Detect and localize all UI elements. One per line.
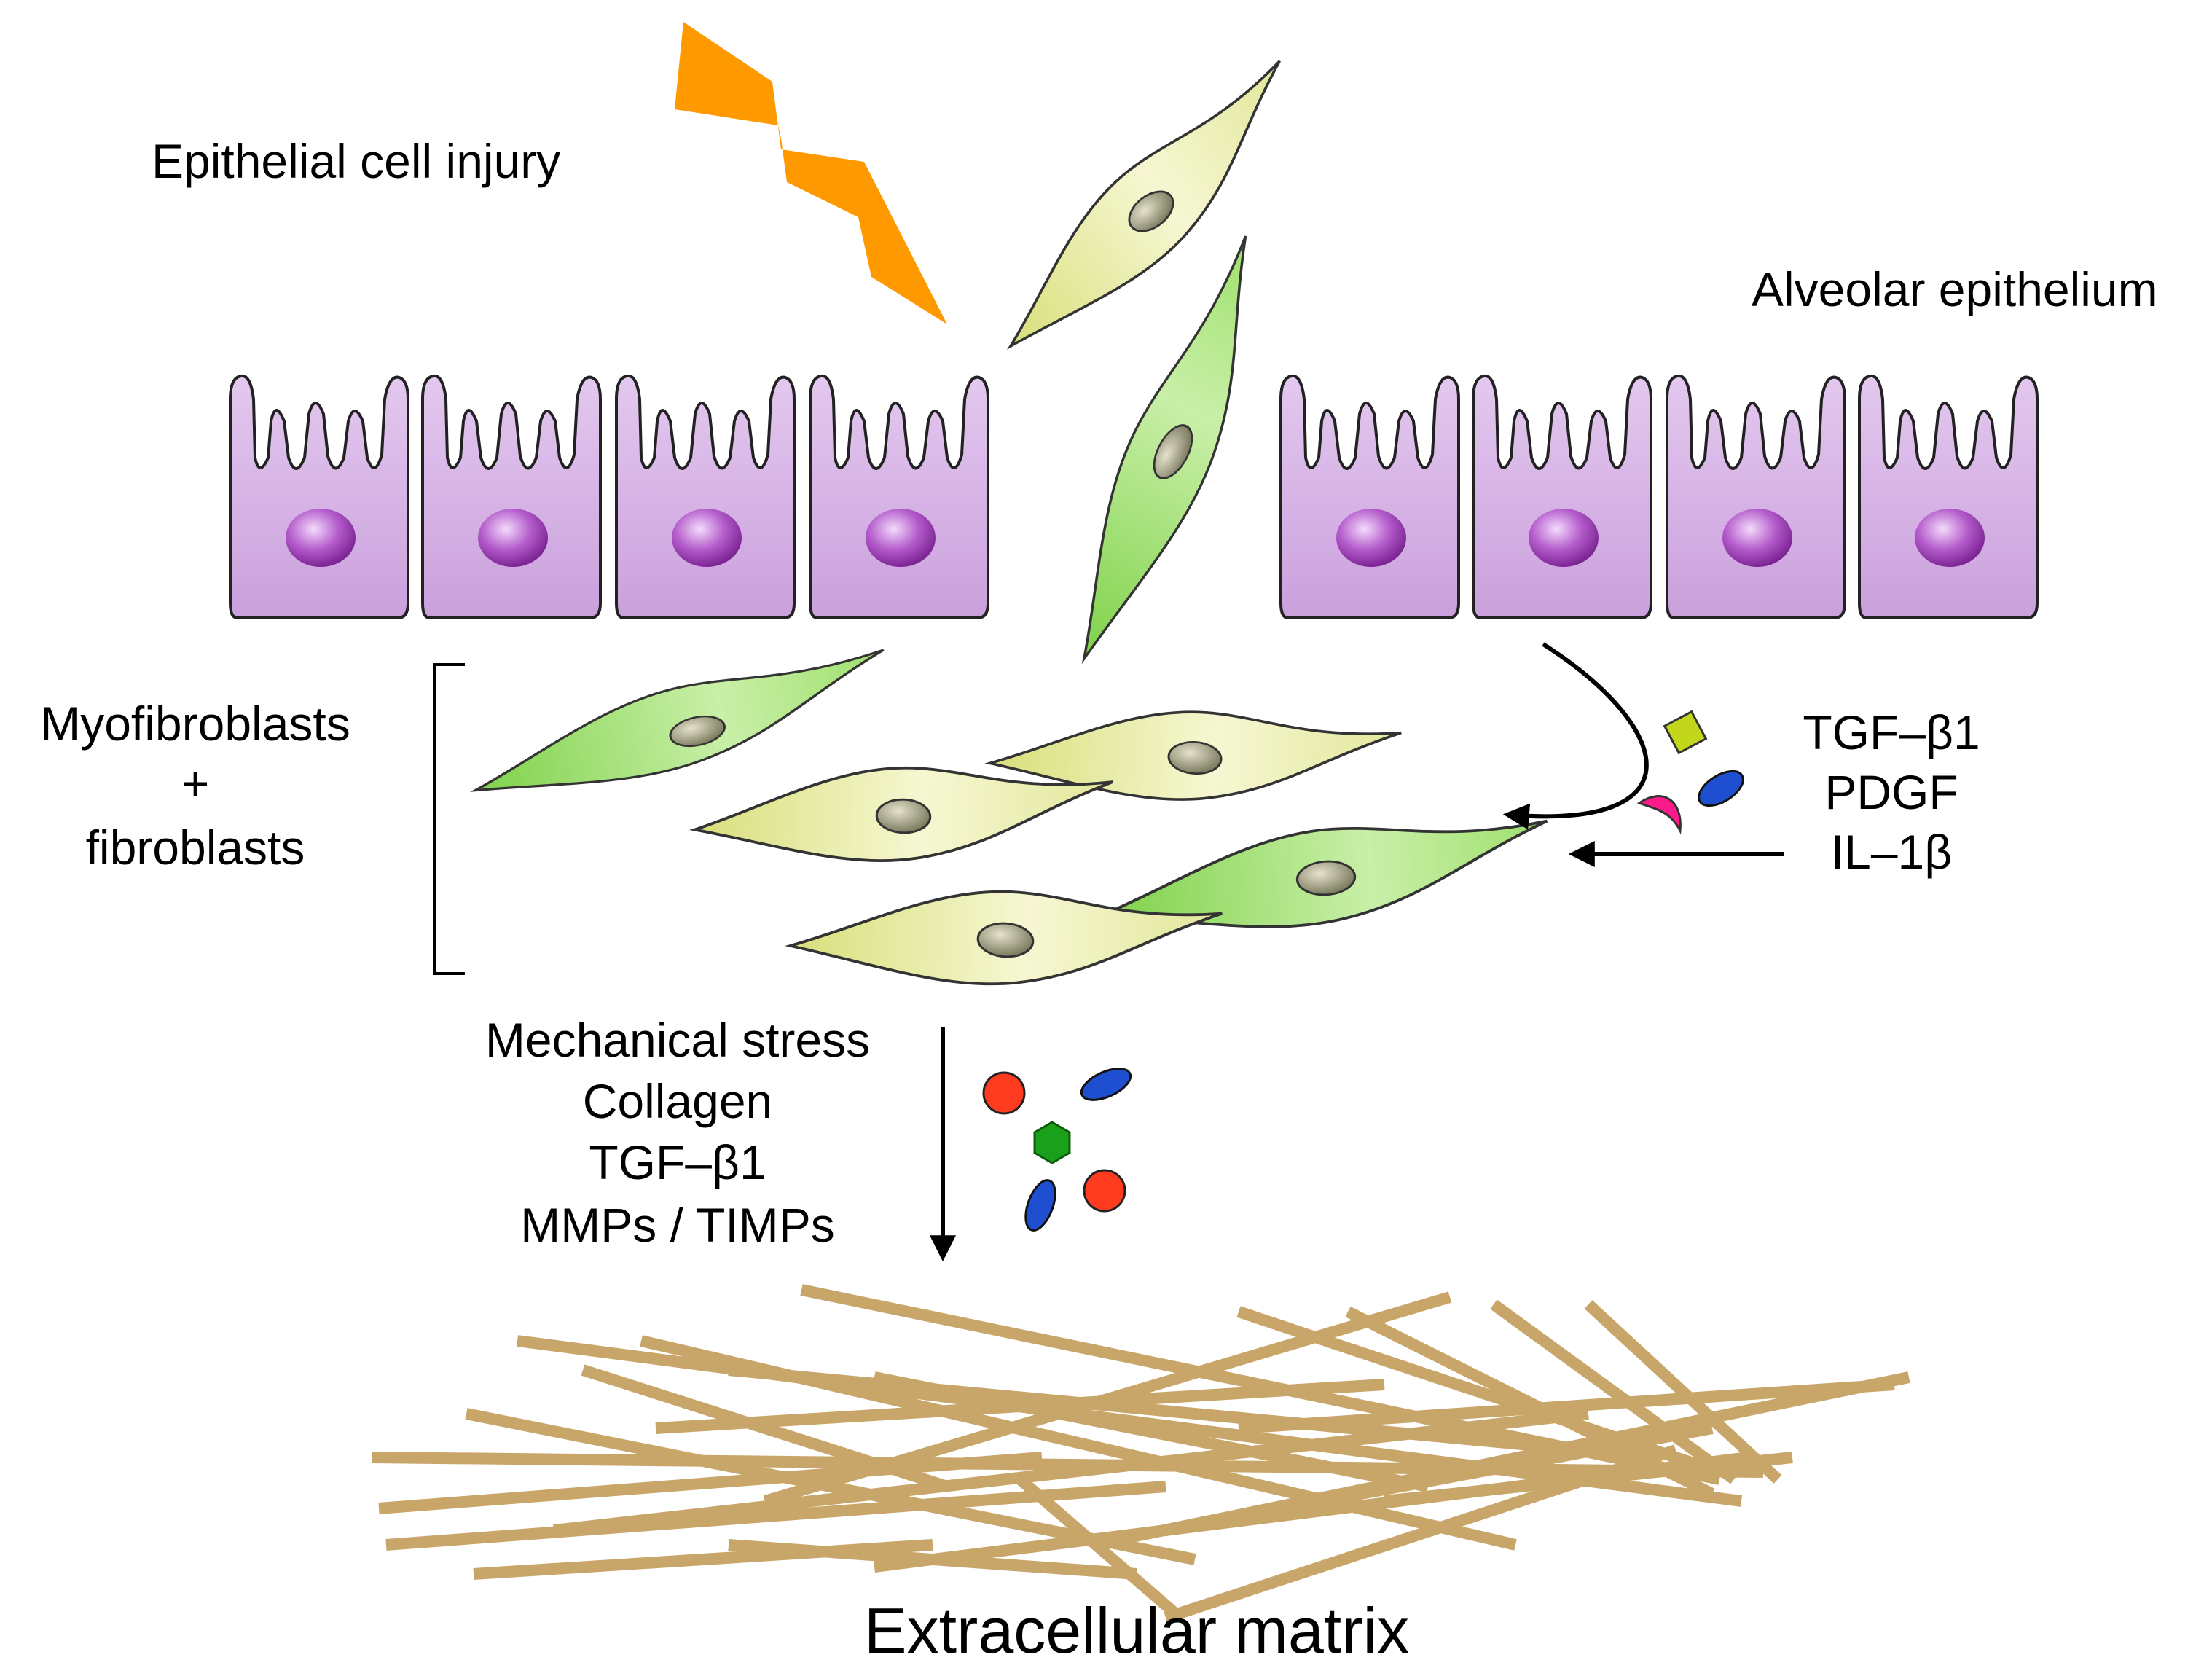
epithelial-cell <box>809 374 989 619</box>
molecule-blue-icon <box>1080 1068 1132 1101</box>
molecule-red-icon <box>982 1071 1026 1115</box>
epithelial-cell <box>229 374 409 619</box>
cell-group-bracket <box>433 663 465 975</box>
signal-tgf-label: TGF–β1 <box>1803 705 1980 759</box>
fibroblast <box>694 761 1113 869</box>
molecule-hexagon-icon <box>1033 1121 1071 1164</box>
fibroblasts-label: fibroblasts <box>86 821 305 874</box>
stress-tgf-label: TGF–β1 <box>589 1135 766 1189</box>
molecule-blue-icon <box>1024 1179 1056 1232</box>
epithelial-cell <box>1858 374 2039 619</box>
alveolar-epithelium-left <box>229 374 989 619</box>
epithelial-cell <box>615 374 796 619</box>
cytokine-oval-icon <box>1698 770 1744 807</box>
growth-factor-square-icon <box>1663 710 1708 755</box>
myofibroblasts-label: Myofibroblasts <box>40 697 350 751</box>
epithelium-label: Alveolar epithelium <box>1752 262 2158 316</box>
stress-collagen-label: Collagen <box>583 1074 773 1128</box>
migrating-myofibroblast <box>1029 233 1314 669</box>
signal-il1-label: IL–1β <box>1831 825 1952 879</box>
alveolar-epithelium-right <box>1279 374 2039 619</box>
fibroblast <box>987 696 1403 817</box>
epithelial-cell <box>421 374 602 619</box>
molecule-red-icon <box>1083 1169 1126 1213</box>
cytokine-crescent-icon <box>1636 795 1682 835</box>
collagen-fibers <box>371 1284 1910 1624</box>
epithelial-cell <box>1666 374 1846 619</box>
lightning-bolt-icon <box>675 22 947 324</box>
epithelial-cell <box>1472 374 1652 619</box>
stress-mmps-label: MMPs / TIMPs <box>520 1198 834 1252</box>
myofibroblast <box>463 644 899 811</box>
signal-pdgf-label: PDGF <box>1824 765 1958 819</box>
plus-label: + <box>181 756 210 810</box>
stress-mechanical-label: Mechanical stress <box>485 1013 870 1067</box>
migrating-fibroblast <box>968 54 1332 367</box>
myofibroblast <box>1099 814 1553 939</box>
fibroblast <box>788 877 1223 1001</box>
curved-arrow <box>1502 642 1649 830</box>
matrix-label: Extracellular matrix <box>864 1594 1409 1667</box>
epithelial-cell <box>1279 374 1460 619</box>
injury-label: Epithelial cell injury <box>152 134 560 188</box>
